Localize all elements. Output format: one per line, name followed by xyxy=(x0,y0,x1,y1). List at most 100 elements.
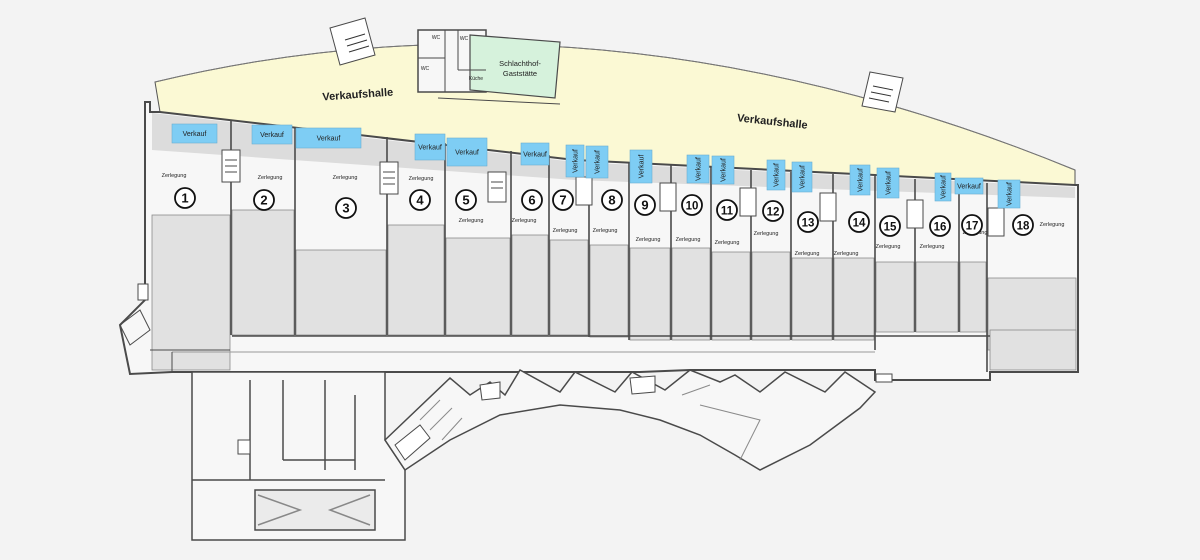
verkauf-label: Verkauf xyxy=(260,132,284,139)
unit-circle xyxy=(335,197,357,219)
unit-marker-7[interactable]: 7 xyxy=(552,189,574,211)
hall-outer-arc xyxy=(154,43,1076,171)
unit-marker-17[interactable]: 17 xyxy=(961,214,983,236)
unit-marker-11[interactable]: 11 xyxy=(716,199,738,221)
zerlegung-label: Zerlegung xyxy=(834,251,859,257)
verkauf-box: Verkauf xyxy=(414,133,446,161)
unit-marker-13[interactable]: 13 xyxy=(797,211,819,233)
verkauf-box: Verkauf xyxy=(520,142,550,166)
zerlegung-label: Zerlegung xyxy=(553,228,578,234)
unit-marker-6[interactable]: 6 xyxy=(521,189,543,211)
unit-marker-14[interactable]: 14 xyxy=(848,211,870,233)
unit-number: 3 xyxy=(342,201,349,216)
verkauf-box: Verkauf xyxy=(711,155,735,185)
verkauf-label: Verkauf xyxy=(886,171,893,195)
zerlegung-label: Zerlegung xyxy=(795,251,820,257)
zerlegung-label: Zerlegung xyxy=(876,244,901,250)
unit-marker-12[interactable]: 12 xyxy=(762,200,784,222)
unit-marker-15[interactable]: 15 xyxy=(879,215,901,237)
unit-circle xyxy=(634,194,656,216)
unit-marker-3[interactable]: 3 xyxy=(335,197,357,219)
unit-circle xyxy=(762,200,784,222)
zerlegung-label: Zerlegung xyxy=(333,175,358,181)
unit-marker-2[interactable]: 2 xyxy=(253,189,275,211)
unit-circle xyxy=(1012,214,1034,236)
verkauf-label: Verkauf xyxy=(418,145,442,152)
unit-number: 12 xyxy=(767,207,780,219)
left-wing-detail xyxy=(119,309,230,372)
unit-circle xyxy=(521,189,543,211)
verkauf-box: Verkauf xyxy=(295,127,362,149)
unit-number: 10 xyxy=(686,201,699,213)
zerlegung-label: Zerlegung xyxy=(920,244,945,250)
staircase-top-right-icon xyxy=(861,71,904,113)
unit-marker-9[interactable]: 9 xyxy=(634,194,656,216)
zerlegung-label: Zerlegung xyxy=(636,237,661,243)
zerlegung-label: Zerlegung xyxy=(162,173,187,179)
restaurant-block xyxy=(417,29,561,105)
unit-number: 13 xyxy=(802,218,815,230)
unit-circle xyxy=(681,194,703,216)
front-strip xyxy=(152,113,1075,198)
verkauf-box: Verkauf xyxy=(791,161,813,193)
unit-number: 6 xyxy=(528,193,535,208)
unit-number: 15 xyxy=(884,222,897,234)
kueche-label: Küche xyxy=(469,76,483,82)
unit-circle xyxy=(961,214,983,236)
unit-marker-18[interactable]: 18 xyxy=(1012,214,1034,236)
unit-marker-5[interactable]: 5 xyxy=(455,189,477,211)
unit-marker-1[interactable]: 1 xyxy=(174,187,196,209)
unit-number: 4 xyxy=(416,193,424,208)
unit-circle xyxy=(797,211,819,233)
unit-circle xyxy=(552,189,574,211)
unit-number: 17 xyxy=(966,221,979,233)
unit-number: 11 xyxy=(721,206,734,218)
verkauf-label: Verkauf xyxy=(774,163,781,187)
verkauf-label: Verkauf xyxy=(941,175,948,199)
unit-number: 14 xyxy=(853,218,866,230)
unit-marker-4[interactable]: 4 xyxy=(409,189,431,211)
zerlegung-label: Zerlegung xyxy=(258,175,283,181)
unit-circle xyxy=(409,189,431,211)
staircase-top-left-icon xyxy=(329,17,376,66)
restaurant-label-2: Gaststätte xyxy=(503,69,537,78)
verkauf-label: Verkauf xyxy=(183,131,207,138)
verkauf-box: Verkauf xyxy=(997,179,1021,209)
unit-number: 8 xyxy=(608,193,615,208)
zerlegung-label: Zerlegung xyxy=(754,231,779,237)
verkauf-box: Verkauf xyxy=(585,145,609,179)
verkauf-box: Verkauf xyxy=(849,164,871,196)
staircase-lower-icon xyxy=(137,283,893,461)
zerlegung-label: Zerlegung xyxy=(1040,222,1065,228)
verkauf-box: Verkauf xyxy=(766,159,786,191)
unit-marker-16[interactable]: 16 xyxy=(929,215,951,237)
verkauf-label: Verkauf xyxy=(957,184,981,191)
verkauf-box: Verkauf xyxy=(934,172,952,202)
lower-left-annex xyxy=(191,371,406,541)
unit-number: 16 xyxy=(934,222,947,234)
verkauf-label: Verkauf xyxy=(800,165,807,189)
unit-circle xyxy=(601,189,623,211)
restaurant-label: Schlachthof- xyxy=(499,59,541,68)
unit-circle xyxy=(879,215,901,237)
unit-number: 2 xyxy=(260,193,267,208)
annex-walls xyxy=(192,380,385,526)
unit-circle xyxy=(929,215,951,237)
staircase-unit-icon xyxy=(221,149,1005,237)
verkauf-label: Verkauf xyxy=(721,158,728,182)
zerlegung-label: Zerlegung xyxy=(676,237,701,243)
unit-circle xyxy=(716,199,738,221)
unit-marker-10[interactable]: 10 xyxy=(681,194,703,216)
verkauf-box: Verkauf xyxy=(171,123,218,144)
unit-marker-8[interactable]: 8 xyxy=(601,189,623,211)
verkauf-label: Verkauf xyxy=(455,150,479,157)
unit-number: 9 xyxy=(641,198,648,213)
zerlegung-label: Zerlegung xyxy=(409,176,434,182)
verkauf-box: Verkauf xyxy=(686,154,710,184)
verkauf-label: Verkauf xyxy=(573,149,580,173)
verkauf-box: Verkauf xyxy=(565,144,585,178)
verkauf-label: Verkauf xyxy=(1007,182,1014,206)
stairs xyxy=(137,17,1005,461)
